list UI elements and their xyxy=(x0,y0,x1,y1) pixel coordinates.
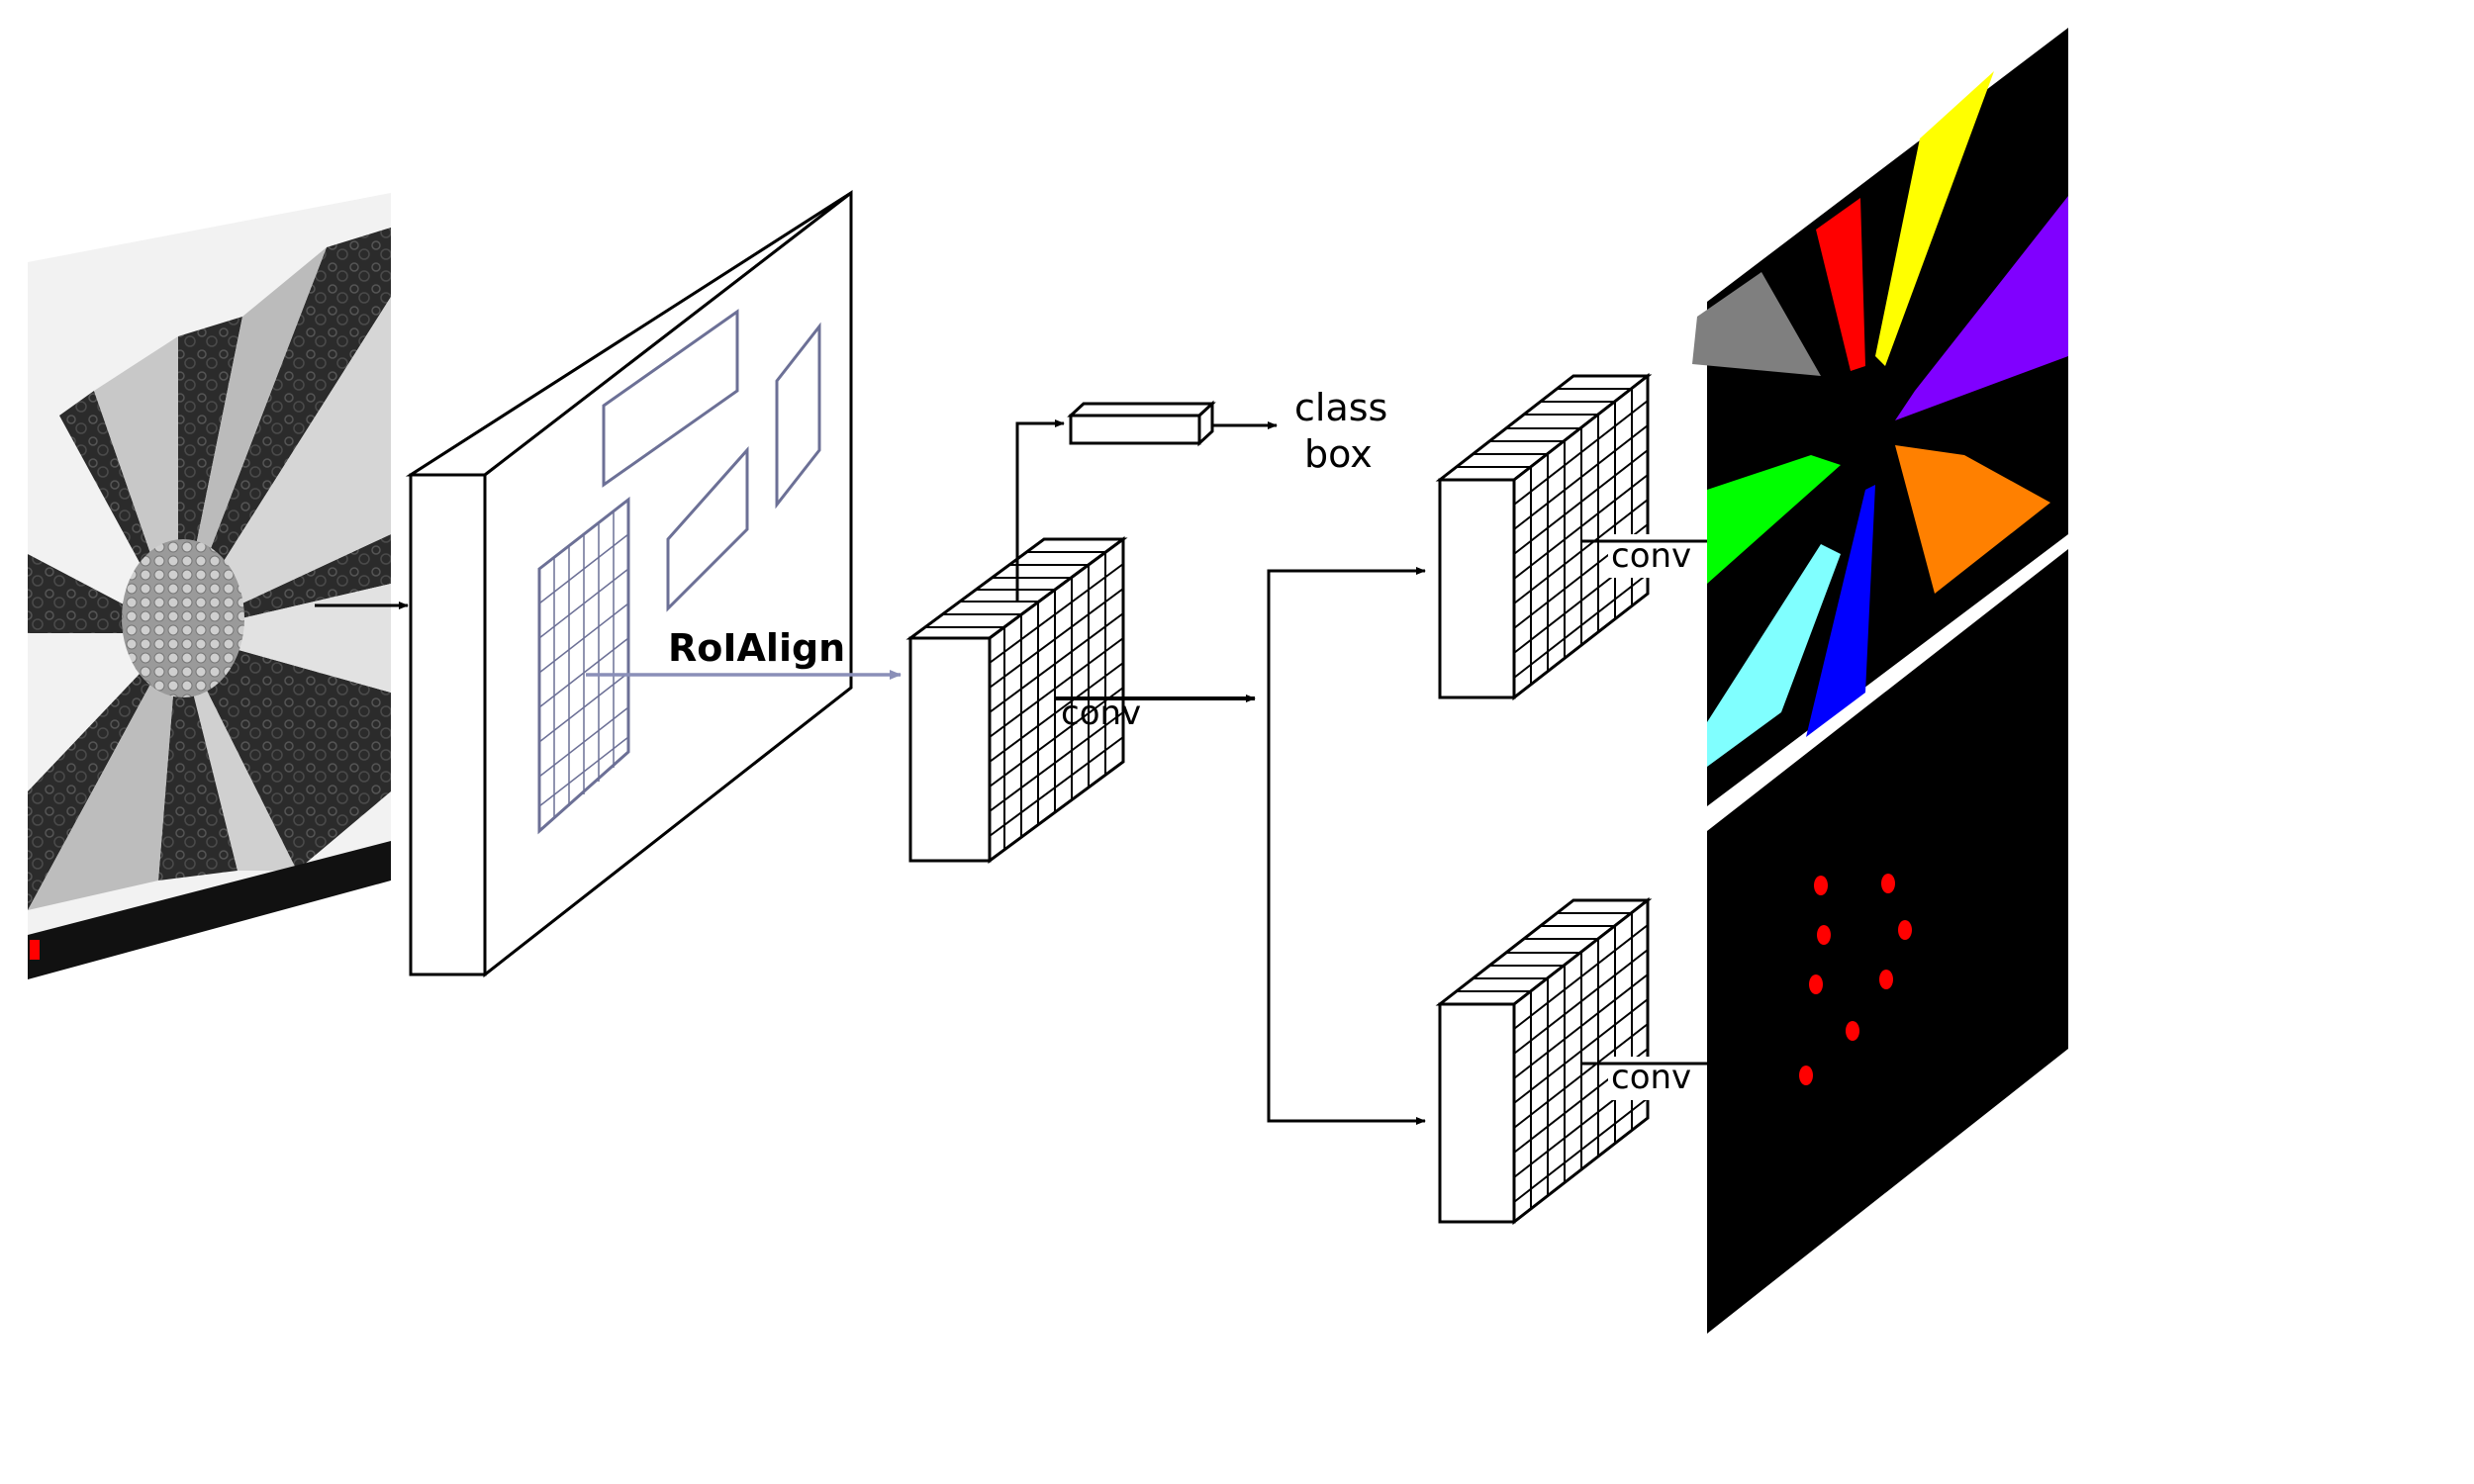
keypoint-mask-icon xyxy=(1707,549,2068,1334)
mid-cube-top-grid xyxy=(925,551,1105,628)
microscope-image-icon xyxy=(28,193,391,979)
conv-label-upper: conv xyxy=(1611,536,1691,576)
roialign-label: RoIAlign xyxy=(668,626,845,670)
mid-cube-grid xyxy=(989,552,1124,850)
box-label: box xyxy=(1304,432,1373,476)
roi-grid xyxy=(538,510,629,818)
feature-map-block xyxy=(405,189,853,978)
segmentation-mask-icon xyxy=(1692,28,2068,806)
class-label: class xyxy=(1294,386,1387,429)
fc-layer-box xyxy=(1067,400,1216,447)
